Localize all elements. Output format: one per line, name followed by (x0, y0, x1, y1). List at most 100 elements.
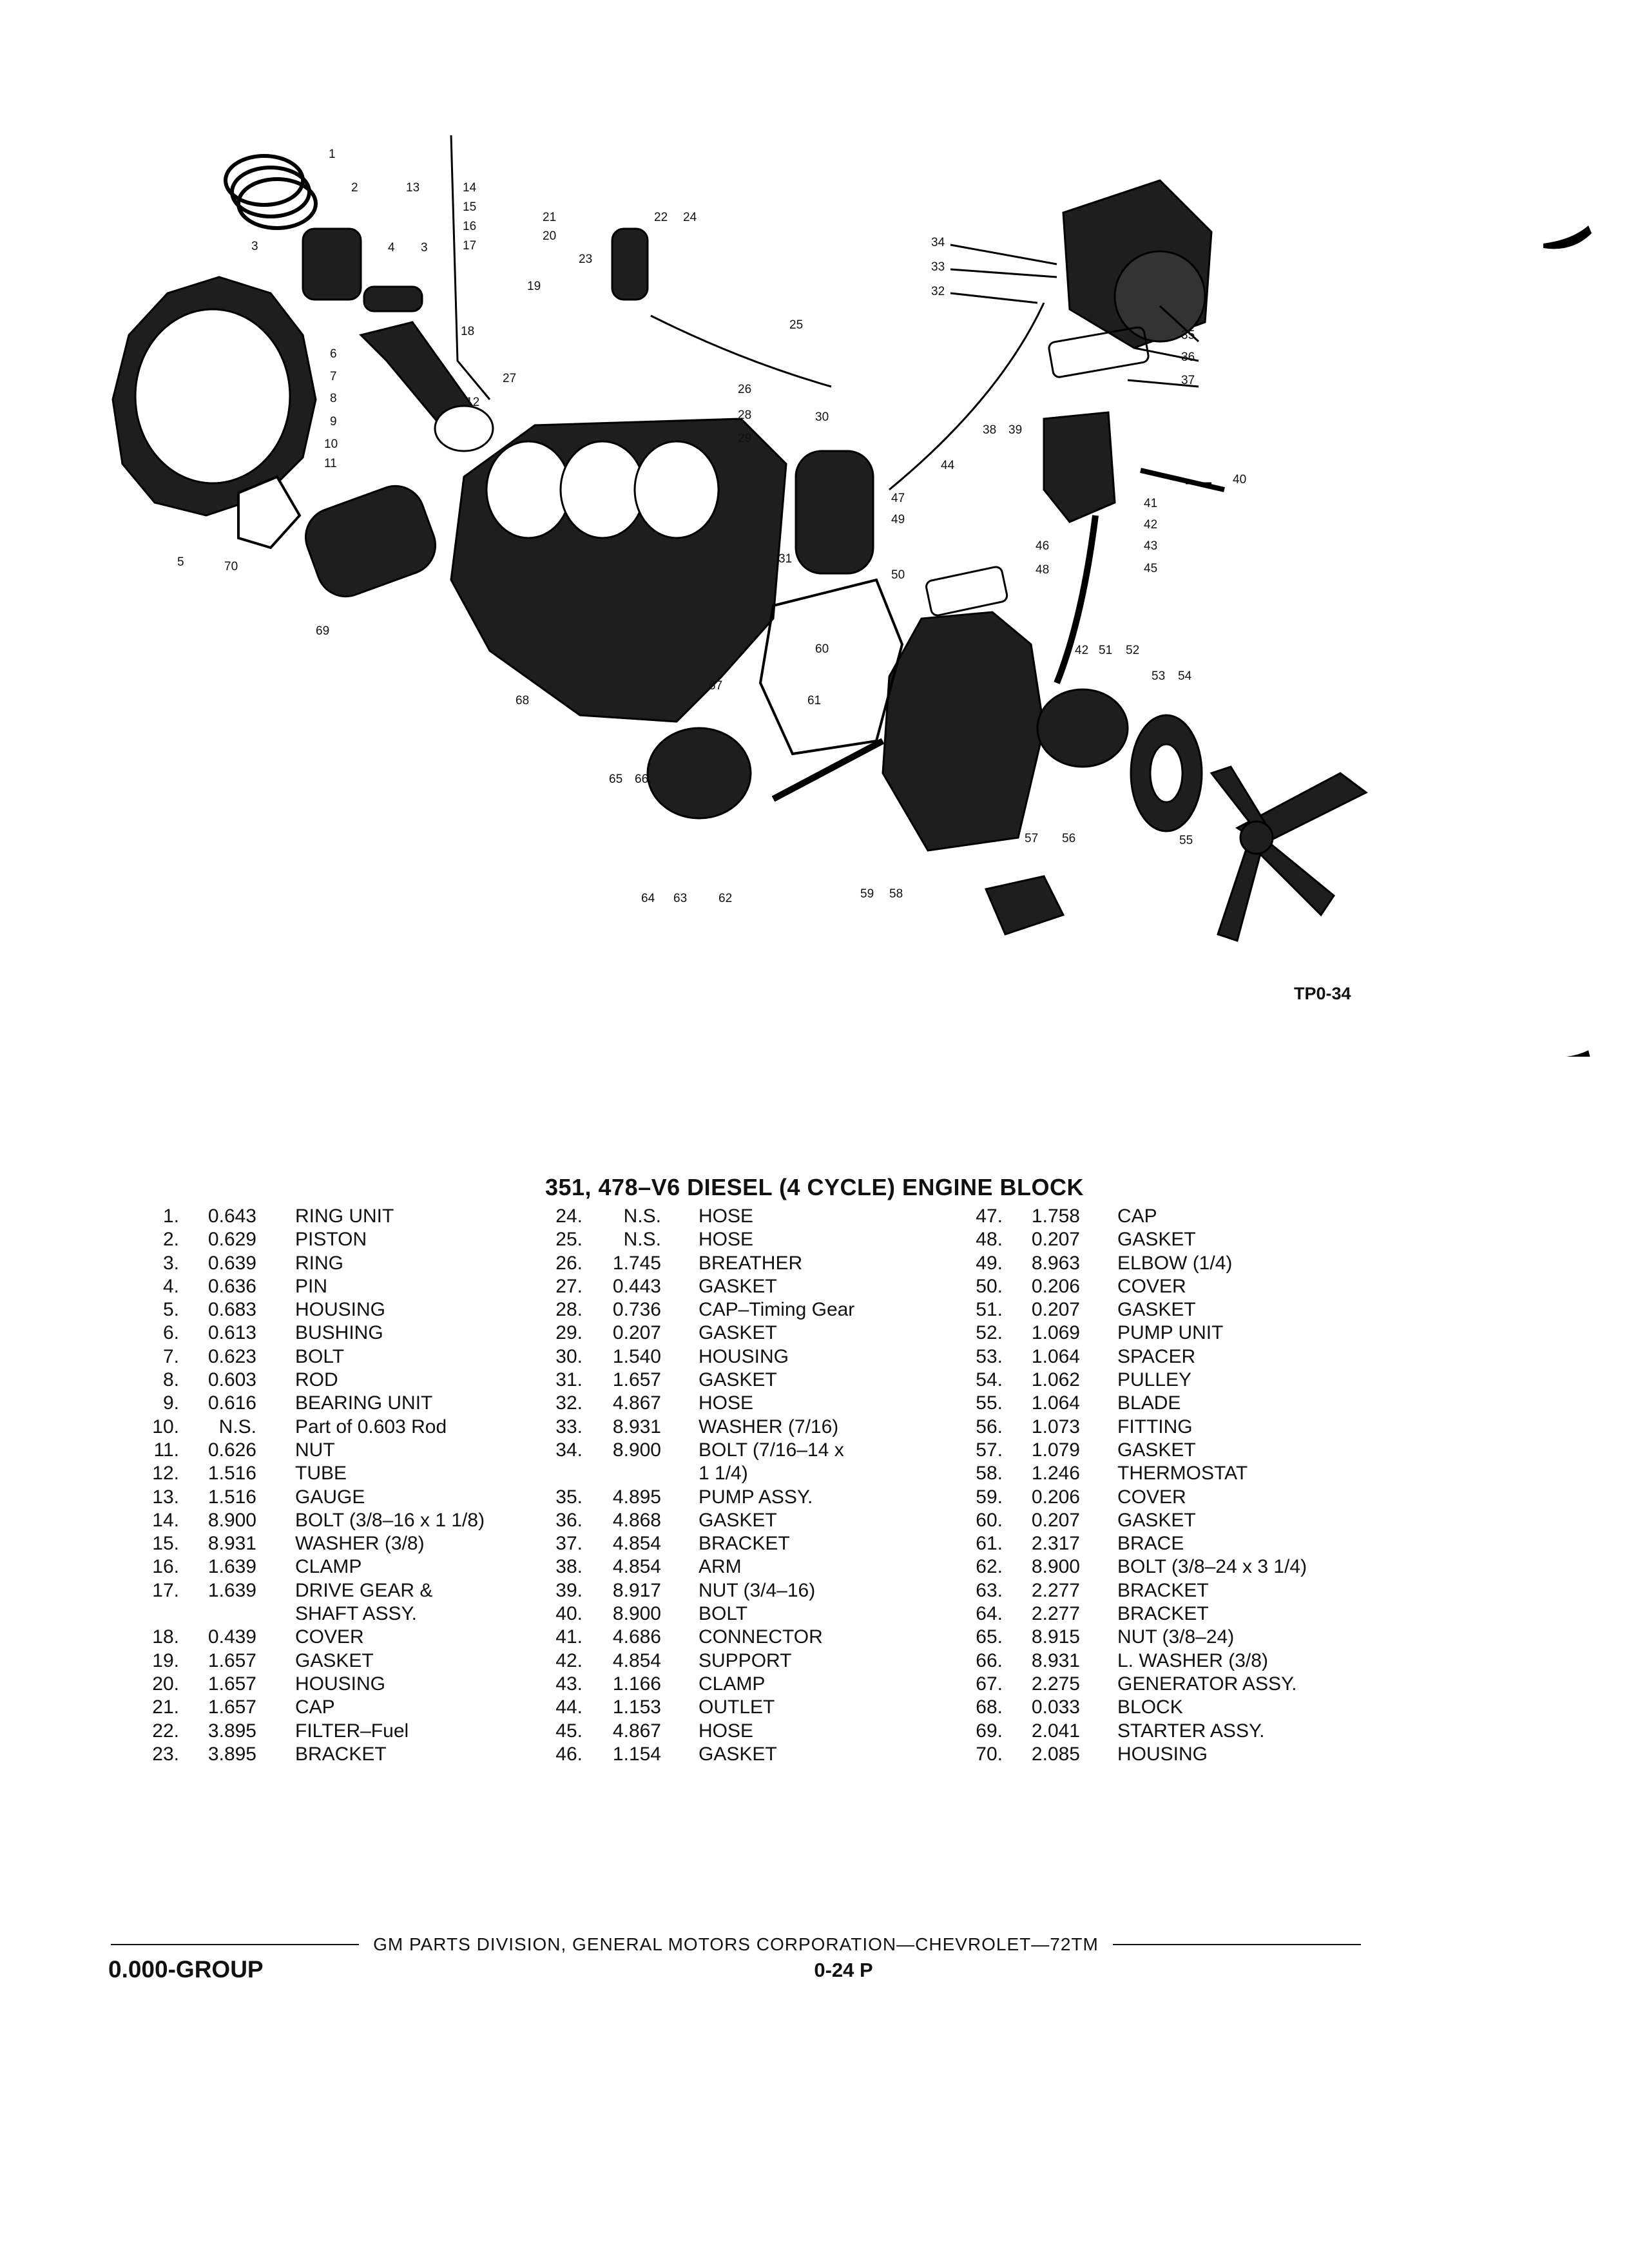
svg-text:58: 58 (889, 887, 903, 901)
part-description: GASKET (699, 1369, 777, 1391)
part-number: 8.900 (1031, 1556, 1080, 1578)
part-description: BOLT (699, 1603, 748, 1625)
item-number: 65. (976, 1626, 1003, 1648)
svg-text:57: 57 (1025, 832, 1038, 845)
part-description: GASKET (699, 1275, 777, 1297)
svg-text:50: 50 (891, 568, 905, 582)
svg-text:25: 25 (789, 318, 803, 332)
part-number: 0.623 (207, 1345, 256, 1367)
part-number: 3.895 (207, 1720, 256, 1742)
item-number: 31. (555, 1369, 583, 1391)
item-number: 45. (555, 1720, 583, 1742)
svg-text:31: 31 (778, 552, 792, 566)
part-description: WASHER (7/16) (699, 1416, 839, 1437)
part-description: HOSE (699, 1392, 754, 1414)
svg-text:24: 24 (683, 211, 697, 224)
svg-text:51: 51 (1099, 644, 1112, 657)
footer-rule-right (1112, 1944, 1361, 1945)
item-number: 51. (976, 1299, 1003, 1321)
part-description: BRACKET (295, 1743, 387, 1765)
part-number: 1.154 (612, 1743, 661, 1765)
part-number: 1.657 (207, 1696, 256, 1718)
part-description: BRACE (1117, 1533, 1184, 1555)
svg-text:21: 21 (543, 211, 556, 224)
part-description: GASKET (1117, 1299, 1196, 1321)
item-number: 35. (555, 1486, 583, 1508)
item-number: 63. (976, 1579, 1003, 1601)
svg-text:23: 23 (579, 253, 592, 266)
svg-text:56: 56 (1062, 832, 1075, 845)
item-number: 33. (555, 1416, 583, 1437)
svg-text:37: 37 (1181, 374, 1195, 387)
item-number: 58. (976, 1463, 1003, 1485)
svg-text:18: 18 (461, 325, 474, 338)
part-number: 2.277 (1031, 1579, 1080, 1601)
part-number: 1.758 (1031, 1206, 1080, 1227)
part-number: 4.895 (612, 1486, 661, 1508)
item-number: 67. (976, 1673, 1003, 1695)
svg-text:3: 3 (421, 241, 428, 255)
part-number: N.S. (623, 1206, 661, 1227)
svg-text:48: 48 (1036, 563, 1049, 577)
part-number: 1.516 (207, 1463, 256, 1485)
item-number: 50. (976, 1275, 1003, 1297)
part-description: BRACKET (1117, 1603, 1209, 1625)
part-number: N.S. (218, 1416, 256, 1437)
item-number: 14. (152, 1509, 179, 1531)
svg-text:63: 63 (673, 892, 687, 905)
part-description: BLADE (1117, 1392, 1181, 1414)
part-description: BOLT (295, 1345, 345, 1367)
part-description: GAUGE (295, 1486, 365, 1508)
part-description: TUBE (295, 1463, 347, 1485)
item-number: 41. (555, 1626, 583, 1648)
footer: GM PARTS DIVISION, GENERAL MOTORS CORPOR… (111, 1934, 1361, 1955)
svg-text:66: 66 (635, 773, 648, 786)
part-description: SUPPORT (699, 1649, 792, 1671)
svg-text:55: 55 (1179, 834, 1193, 847)
part-description: FITTING (1117, 1416, 1193, 1437)
part-description: PUMP ASSY. (699, 1486, 813, 1508)
svg-text:27: 27 (503, 372, 516, 385)
svg-text:22: 22 (654, 211, 668, 224)
part-number: 1.657 (207, 1649, 256, 1671)
part-description: PISTON (295, 1229, 367, 1251)
part-number: 2.041 (1031, 1720, 1080, 1742)
part-description: RING (295, 1252, 343, 1274)
svg-text:42: 42 (1075, 644, 1088, 657)
part-description: CAP (1117, 1206, 1157, 1227)
parts-row: SHAFT ASSY. (140, 1602, 553, 1626)
part-description: COVER (295, 1626, 364, 1648)
part-number: 1.079 (1031, 1439, 1080, 1461)
item-number: 13. (152, 1486, 179, 1508)
part-number: N.S. (623, 1229, 661, 1251)
item-number: 21. (152, 1696, 179, 1718)
part-description: RING UNIT (295, 1206, 394, 1227)
part-number: 4.867 (612, 1392, 661, 1414)
part-description: HOUSING (699, 1345, 789, 1367)
part-description: THERMOSTAT (1117, 1463, 1248, 1485)
part-number: 8.931 (612, 1416, 661, 1437)
part-number: 0.683 (207, 1299, 256, 1321)
figure-reference: TP0-34 (1294, 984, 1351, 1003)
part-description: GENERATOR ASSY. (1117, 1673, 1297, 1695)
item-number: 64. (976, 1603, 1003, 1625)
part-description: HOUSING (295, 1673, 386, 1695)
part-description: BUSHING (295, 1322, 383, 1344)
part-number: 1.516 (207, 1486, 256, 1508)
